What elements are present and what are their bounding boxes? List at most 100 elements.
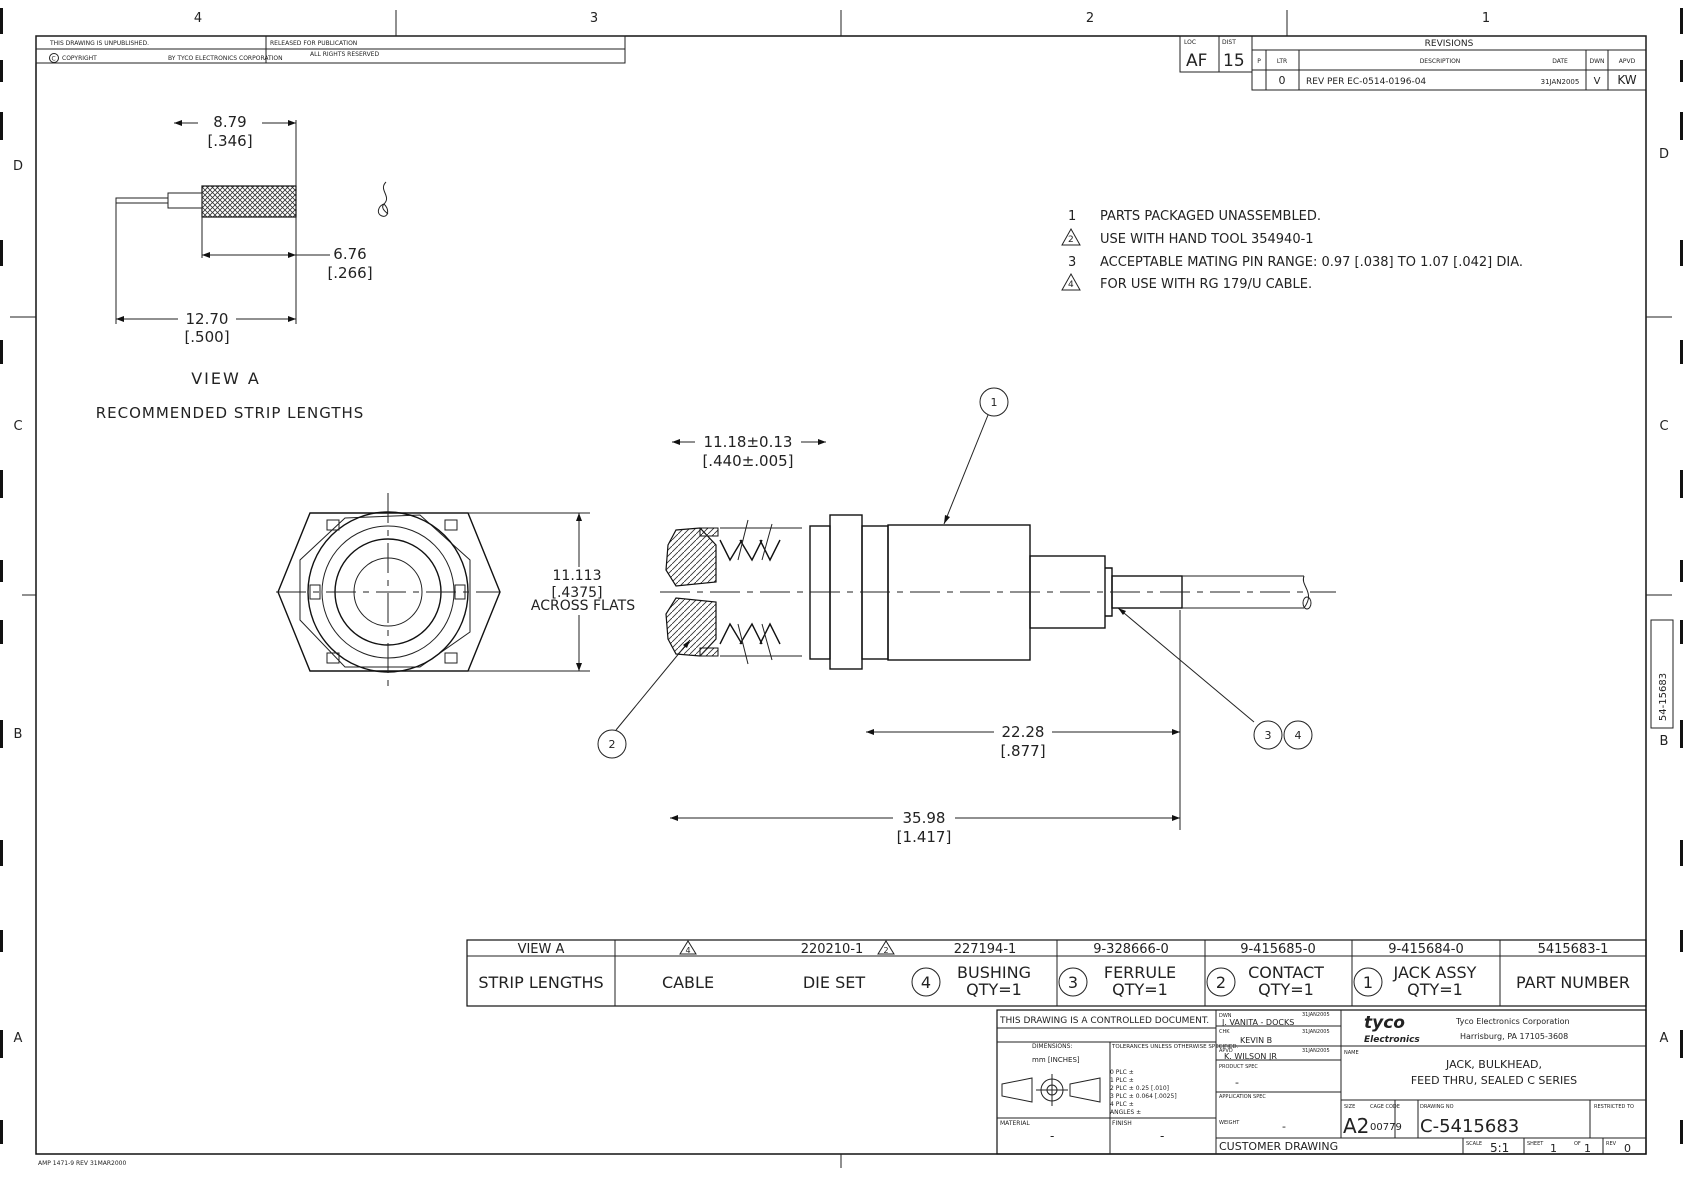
rev-header-date: DATE <box>1552 58 1568 65</box>
dim-12-70-in: [.500] <box>184 328 229 346</box>
bom-note-4-triangle-icon <box>679 940 697 955</box>
cable-braid-shape <box>201 185 297 218</box>
tol-0-plc: 0 PLC ± <box>1110 1069 1134 1076</box>
released-note: RELEASED FOR PUBLICATION <box>270 40 357 47</box>
bom-jack-qty: QTY=1 <box>1407 980 1463 999</box>
bom-ferrule-part: 9-328666-0 <box>1093 942 1169 957</box>
view-a-strip-lengths: 8.79 [.346] 6.76 [.266] 12.70 [.500] VIE… <box>96 113 389 422</box>
scale-label: SCALE <box>1466 1141 1482 1147</box>
cage-code: 00779 <box>1370 1122 1402 1133</box>
dwn-date: 31JAN2005 <box>1302 1012 1330 1018</box>
dim-8-79: 8.79 <box>213 113 246 131</box>
zone-row-c-left: C <box>13 419 22 434</box>
rev-header-p: P <box>1257 58 1261 65</box>
view-a-subtitle: RECOMMENDED STRIP LENGTHS <box>96 404 365 422</box>
note-1-text: PARTS PACKAGED UNASSEMBLED. <box>1100 209 1321 224</box>
zone-row-a: A <box>1660 1031 1669 1046</box>
bom-balloon-3: 3 <box>1068 973 1078 992</box>
zone-col-2: 2 <box>1086 11 1094 26</box>
ferrule-dimension: 11.18±0.13 [.440±.005] <box>672 433 826 470</box>
zone-row-a-left: A <box>14 1031 23 1046</box>
copyright-label: COPYRIGHT <box>62 55 97 62</box>
dim-6-76-in: [.266] <box>327 264 372 282</box>
revisions-block: LOC AF DIST 15 REVISIONS P LTR DESCRIPTI… <box>1179 35 1647 91</box>
rev-header-ltr: LTR <box>1277 58 1287 65</box>
part-name-line-2: FEED THRU, SEALED C SERIES <box>1411 1074 1577 1087</box>
tol-2-plc: 2 PLC ± 0.25 [.010] <box>1110 1085 1169 1092</box>
form-id: AMP 1471-9 REV 31MAR2000 <box>38 1160 126 1167</box>
dist-label: DIST <box>1222 39 1236 46</box>
product-spec-value: - <box>1235 1076 1239 1089</box>
dist-value: 15 <box>1223 51 1245 71</box>
center-conductor-shape <box>115 197 169 204</box>
controlled-document: THIS DRAWING IS A CONTROLLED DOCUMENT. <box>999 1016 1209 1026</box>
note-2-text: USE WITH HAND TOOL 354940-1 <box>1100 232 1314 247</box>
sheet-label: SHEET <box>1527 1141 1544 1147</box>
zone-col-1: 1 <box>1482 11 1490 26</box>
dim-11-18: 11.18±0.13 <box>704 433 793 451</box>
title-block: THIS DRAWING IS A CONTROLLED DOCUMENT. D… <box>996 1009 1647 1155</box>
product-spec-label: PRODUCT SPEC <box>1219 1064 1258 1070</box>
apvd-date: 31JAN2005 <box>1302 1048 1330 1054</box>
across-flats-label: ACROSS FLATS <box>531 598 635 614</box>
bom-part-number: 5415683-1 <box>1538 942 1609 957</box>
note-4-text: FOR USE WITH RG 179/U CABLE. <box>1100 277 1312 292</box>
bom-jack-assy: JACK ASSY <box>1393 963 1477 982</box>
copyright-symbol-icon: C <box>52 56 56 63</box>
bom-bushing-part: 227194-1 <box>954 942 1017 957</box>
bom-ferrule-qty: QTY=1 <box>1112 980 1168 999</box>
copyright-owner: BY TYCO ELECTRONICS CORPORATION <box>168 55 283 62</box>
company-address: Harrisburg, PA 17105-3608 <box>1460 1032 1568 1041</box>
note-2-number: 2 <box>1068 235 1074 245</box>
publication-block: THIS DRAWING IS UNPUBLISHED. RELEASED FO… <box>35 35 626 64</box>
finish-value: - <box>1160 1129 1164 1143</box>
dim-12-70: 12.70 <box>186 310 229 328</box>
note-3-number: 3 <box>1068 255 1076 270</box>
of-value: 1 <box>1584 1142 1591 1155</box>
material-label: MATERIAL <box>1000 1120 1030 1127</box>
bom-cable: CABLE <box>662 973 714 992</box>
unpublished-note: THIS DRAWING IS UNPUBLISHED. <box>49 40 149 47</box>
bom-contact-part: 9-415685-0 <box>1240 942 1316 957</box>
rev-value: 0 <box>1624 1142 1631 1155</box>
tolerances-label: TOLERANCES UNLESS OTHERWISE SPECIFIED: <box>1111 1044 1239 1050</box>
balloon-3: 3 <box>1265 729 1272 742</box>
rev-dwn: V <box>1594 76 1601 87</box>
apvd-name: K. WILSON JR <box>1224 1052 1277 1061</box>
dim-11-113-in: [.4375] <box>551 585 602 601</box>
note-4-number: 4 <box>1068 280 1074 290</box>
dim-6-76: 6.76 <box>333 245 366 263</box>
sheet-value: 1 <box>1550 1142 1557 1155</box>
balloon-1: 1 <box>991 396 998 409</box>
zone-labels: 4 3 2 1 D C B A D C B A 54-15683 <box>13 11 1669 1046</box>
dim-22-28: 22.28 <box>1002 723 1045 741</box>
tol-3-plc: 3 PLC ± 0.064 [.0025] <box>1110 1093 1177 1100</box>
dwn-label: DWN <box>1219 1013 1232 1019</box>
tol-1-plc: 1 PLC ± <box>1110 1077 1134 1084</box>
bom-note-4: 4 <box>685 946 690 955</box>
dim-11-18-in: [.440±.005] <box>702 452 793 470</box>
chk-label: CHK <box>1219 1029 1230 1035</box>
bom-strip-lengths: STRIP LENGTHS <box>478 973 603 992</box>
part-name-line-1: JACK, BULKHEAD, <box>1445 1058 1542 1071</box>
drawing-number: C-5415683 <box>1420 1116 1519 1137</box>
rev-header-dwn: DWN <box>1589 58 1604 65</box>
bom-die-set: DIE SET <box>803 973 866 992</box>
electronics-logo: Electronics <box>1364 1035 1420 1045</box>
note-2-triangle-icon <box>1061 227 1081 246</box>
third-angle-projection-icon <box>1001 1074 1101 1106</box>
rev-apvd: KW <box>1617 73 1636 87</box>
note-4-triangle-icon <box>1061 272 1081 291</box>
chk-name: KEVIN B <box>1240 1036 1272 1045</box>
apvd-label: APVD <box>1219 1048 1233 1054</box>
size-label: SIZE <box>1344 1104 1355 1110</box>
scale-value: 5:1 <box>1490 1141 1509 1155</box>
note-1-number: 1 <box>1068 209 1076 224</box>
application-spec-label: APPLICATION SPEC <box>1219 1094 1266 1100</box>
side-register-marks <box>0 8 1683 1144</box>
weight-label: WEIGHT <box>1219 1120 1240 1126</box>
rev-date: 31JAN2005 <box>1541 78 1580 86</box>
zone-col-3: 3 <box>590 11 598 26</box>
dwn-name: J. VANITA - DOCKS <box>1221 1018 1294 1027</box>
